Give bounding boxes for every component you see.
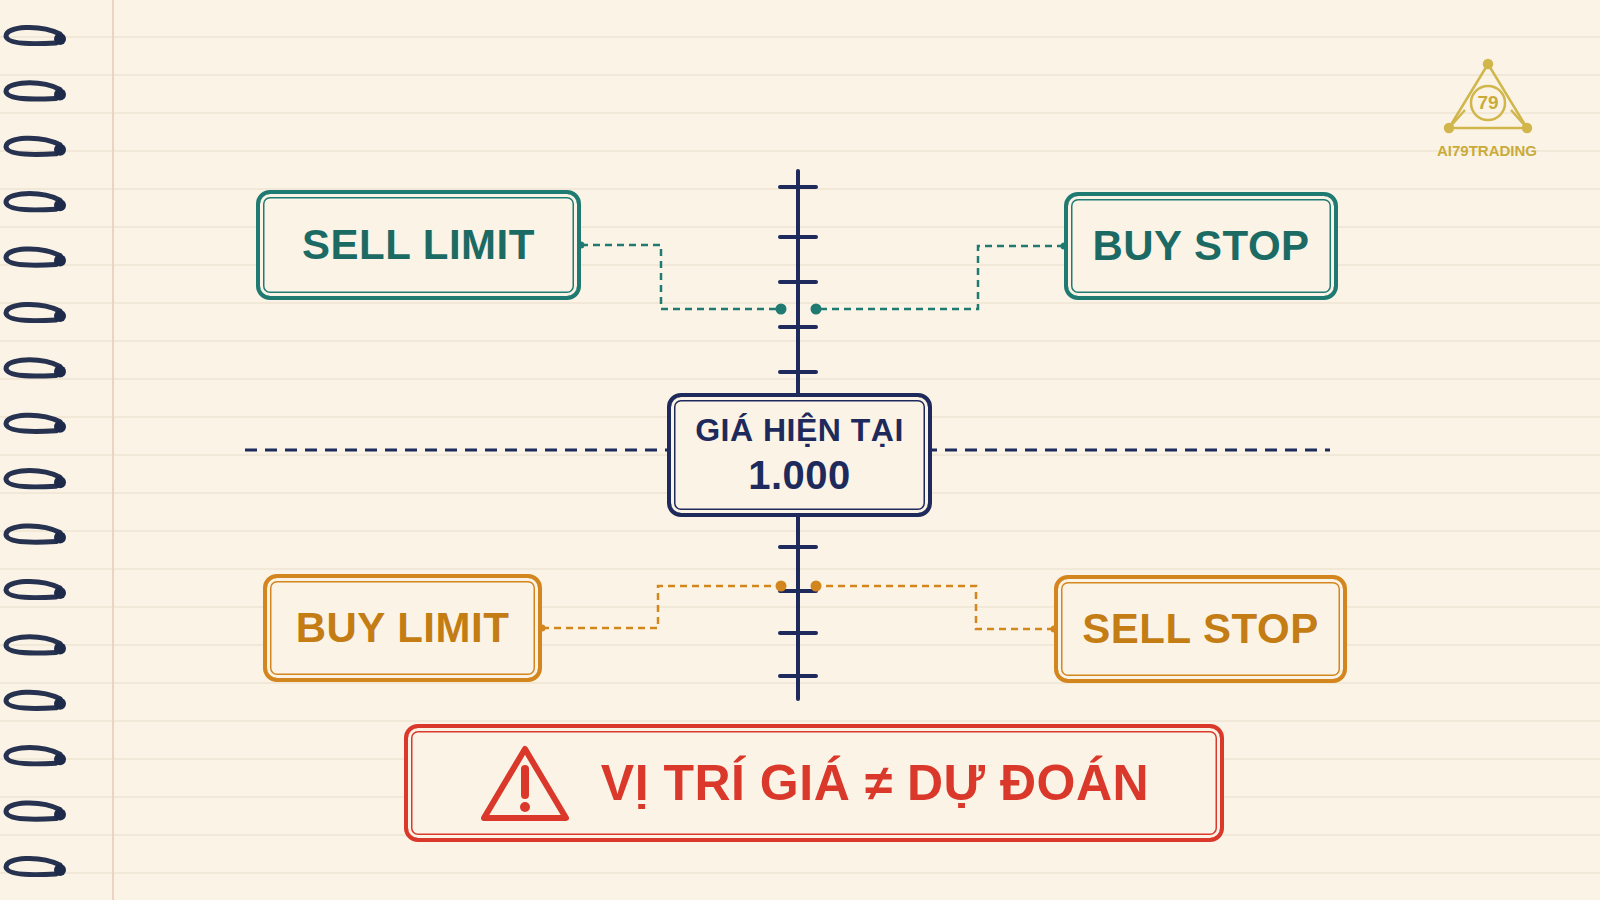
spiral-ring: [6, 637, 60, 653]
leader-dot: [811, 581, 822, 592]
price-box: GIÁ HIỆN TẠI1.000: [667, 393, 932, 517]
spiral-ring: [6, 581, 60, 597]
leader-dot: [811, 304, 822, 315]
leader-line: [816, 586, 1054, 629]
ring-hole: [54, 88, 66, 100]
text-column: VỊ TRÍ GIÁ ≠ DỰ ĐOÁN: [601, 752, 1149, 815]
box-text: VỊ TRÍ GIÁ ≠ DỰ ĐOÁN: [601, 752, 1149, 815]
ring-hole: [54, 809, 66, 821]
box-text: 1.000: [748, 450, 851, 500]
ring-hole: [54, 365, 66, 377]
box-text: GIÁ HIỆN TẠI: [695, 410, 904, 450]
spiral-ring: [6, 27, 60, 43]
order-box: SELL LIMIT: [256, 190, 581, 300]
ring-hole: [54, 310, 66, 322]
warning-box: VỊ TRÍ GIÁ ≠ DỰ ĐOÁN: [404, 724, 1224, 842]
leader-line: [581, 245, 781, 309]
box-text: BUY STOP: [1092, 220, 1309, 273]
order-box: BUY LIMIT: [263, 574, 542, 682]
spiral-ring: [6, 138, 60, 154]
spiral-ring: [6, 858, 60, 874]
ring-hole: [54, 753, 66, 765]
ring-hole: [54, 199, 66, 211]
order-box: SELL STOP: [1054, 575, 1347, 683]
logo-text: AI79TRADING: [1437, 142, 1537, 160]
ring-hole: [54, 698, 66, 710]
spiral-ring: [6, 304, 60, 320]
spiral-ring: [6, 249, 60, 265]
ring-hole: [54, 476, 66, 488]
leader-line: [542, 586, 781, 628]
spiral-ring: [6, 803, 60, 819]
ring-hole: [54, 532, 66, 544]
ring-hole: [54, 33, 66, 45]
text-column: GIÁ HIỆN TẠI1.000: [695, 410, 904, 500]
text-column: BUY STOP: [1092, 220, 1309, 273]
ring-hole: [54, 864, 66, 876]
ring-hole: [54, 642, 66, 654]
ring-hole: [54, 255, 66, 267]
box-text: BUY LIMIT: [296, 602, 510, 655]
order-box: BUY STOP: [1064, 192, 1338, 300]
box-text: SELL STOP: [1082, 603, 1318, 656]
spiral-ring: [6, 194, 60, 210]
logo-graphic: [1445, 60, 1531, 132]
spiral-ring: [6, 83, 60, 99]
text-column: SELL STOP: [1082, 603, 1318, 656]
text-column: SELL LIMIT: [302, 219, 535, 272]
spiral-ring: [6, 471, 60, 487]
ring-hole: [54, 587, 66, 599]
spiral-ring: [6, 415, 60, 431]
ring-hole: [54, 421, 66, 433]
logo-number: 79: [1477, 92, 1498, 115]
ring-hole: [54, 144, 66, 156]
box-text: SELL LIMIT: [302, 219, 535, 272]
warning-icon: [479, 743, 571, 823]
spiral-ring: [6, 526, 60, 542]
spiral-ring: [6, 692, 60, 708]
text-column: BUY LIMIT: [296, 602, 510, 655]
leader-line: [816, 246, 1064, 309]
spiral-ring: [6, 360, 60, 376]
leader-dot: [776, 304, 787, 315]
spiral-ring: [6, 748, 60, 764]
leader-dot: [776, 581, 787, 592]
